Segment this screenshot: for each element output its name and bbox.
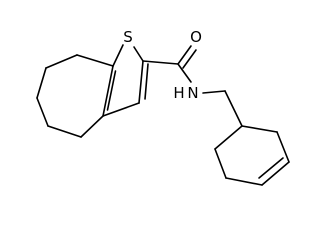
bond bbox=[241, 125, 278, 133]
bond bbox=[36, 97, 49, 127]
bond bbox=[224, 90, 243, 127]
bond bbox=[144, 63, 149, 100]
bond bbox=[142, 60, 179, 65]
bond bbox=[47, 125, 82, 138]
bond bbox=[202, 90, 226, 94]
bond bbox=[76, 54, 114, 67]
bond bbox=[45, 54, 78, 69]
bond bbox=[214, 125, 243, 150]
bond bbox=[182, 49, 197, 69]
sulfur-atom-label: S bbox=[123, 28, 133, 46]
molecule-diagram: S O N H bbox=[36, 28, 290, 186]
bond bbox=[106, 70, 117, 111]
hydrogen-atom-label: H bbox=[173, 84, 184, 102]
bond-lines bbox=[36, 44, 290, 186]
bond bbox=[225, 177, 263, 186]
bond bbox=[261, 161, 290, 186]
bond bbox=[276, 131, 290, 163]
atom-labels: S O N H bbox=[123, 28, 202, 102]
bond bbox=[177, 63, 192, 83]
bond bbox=[36, 67, 47, 99]
bond bbox=[258, 157, 284, 179]
bond bbox=[102, 102, 140, 117]
bond bbox=[112, 44, 124, 67]
bond bbox=[138, 60, 144, 104]
bond bbox=[102, 65, 114, 117]
bond bbox=[214, 148, 227, 179]
nitrogen-atom-label: N bbox=[187, 84, 198, 102]
bond bbox=[80, 115, 104, 138]
oxygen-atom-label: O bbox=[190, 28, 202, 46]
bond bbox=[177, 45, 192, 65]
bond bbox=[133, 46, 144, 62]
